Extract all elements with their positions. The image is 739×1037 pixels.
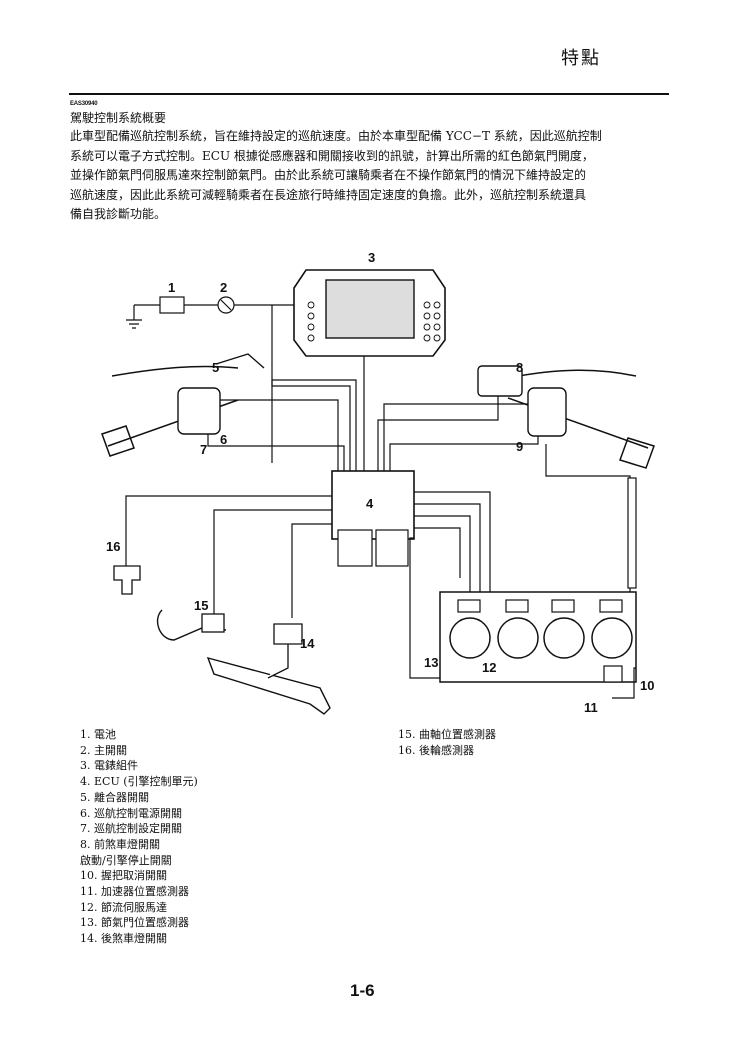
- callout-7: 7: [200, 442, 207, 457]
- throttle-bore-3: [543, 617, 585, 659]
- legend-item: 10. 握把取消開關: [80, 869, 167, 883]
- section-code: EAS30940: [70, 101, 98, 107]
- callout-4: 4: [366, 496, 374, 511]
- legend-item: 1. 電池: [80, 728, 116, 741]
- legend-item: 2. 主開關: [80, 743, 127, 757]
- wire-left-switch: [220, 399, 339, 471]
- paragraph-line: 備自我診斷功能。: [70, 207, 167, 222]
- battery-icon: [159, 296, 185, 314]
- wire-right-switch-3: [389, 436, 539, 471]
- legend-item: 3. 電錶組件: [80, 759, 138, 773]
- section-title: 駕駛控制系統概要: [70, 111, 167, 125]
- wire-aps: [545, 444, 631, 592]
- wire-right-switch-1: [383, 403, 528, 471]
- wire-crank-sensor: [213, 509, 332, 614]
- header-rule: [69, 93, 669, 95]
- right-switch-housing: [527, 387, 567, 437]
- rear-brake-pedal: [206, 656, 331, 715]
- paragraph-line: 此車型配備巡航控制系統，旨在維持設定的巡航速度。由於本車型配備 YCC−T 系統…: [70, 129, 602, 143]
- wire-right-switch-2: [377, 396, 499, 471]
- legend-item: 15. 曲軸位置感測器: [398, 728, 496, 741]
- callout-9: 9: [516, 439, 523, 454]
- aps-sensor-wire: [612, 667, 636, 699]
- callout-1: 1: [168, 280, 175, 295]
- main-switch-wire: [234, 304, 294, 463]
- ecu-box: [331, 470, 415, 540]
- wire-rear-wheel-sensor: [125, 495, 332, 566]
- legend-item: 14. 後煞車燈開關: [80, 932, 167, 946]
- callout-15: 15: [194, 598, 208, 613]
- paragraph-line: 並操作節氣門伺服馬達來控制節氣門。由於此系統可讓騎乘者在不操作節氣門的情況下維持…: [70, 168, 587, 183]
- legend-item: 6. 巡航控制電源開關: [80, 806, 182, 820]
- callout-14: 14: [300, 636, 315, 651]
- callout-12: 12: [482, 660, 496, 675]
- crank-sensor-icon: [156, 609, 227, 641]
- cruise-control-wiring-diagram: 1 2 3 4 5 6 7 8 9 10 11 12 13 14 15 16: [101, 250, 655, 715]
- callout-16: 16: [106, 539, 120, 554]
- wire-throttle-3: [414, 515, 471, 594]
- callout-3: 3: [368, 250, 375, 265]
- callout-13: 13: [424, 655, 438, 670]
- rear-brake-switch-icon: [267, 623, 303, 679]
- rear-wheel-sensor-icon: [113, 565, 141, 595]
- legend-item: 啟動/引擎停止開關: [80, 853, 172, 867]
- legend-left-column: 1. 電池 2. 主開關 3. 電錶組件 4. ECU (引擎控制單元) 5. …: [80, 727, 198, 947]
- callout-10: 10: [640, 678, 654, 693]
- paragraph-line: 巡航速度，因此此系統可減輕騎乘者在長途旅行時維持固定速度的負擔。此外，巡航控制系…: [70, 187, 587, 202]
- legend-item: 7. 巡航控制設定開關: [80, 822, 182, 836]
- legend-item: 5. 離合器開關: [80, 790, 149, 804]
- legend-item: 13. 節氣門位置感測器: [80, 916, 189, 930]
- front-brake-master-cylinder: [477, 365, 523, 397]
- battery-ground-wire: [126, 305, 142, 329]
- page-number: 1-6: [350, 981, 375, 1000]
- throttle-bore-4: [591, 617, 633, 659]
- legend-item: 8. 前煞車燈開關: [80, 837, 160, 851]
- callout-8: 8: [516, 360, 523, 375]
- wire-throttle-1: [414, 491, 491, 594]
- callout-6: 6: [220, 432, 227, 447]
- page-header-title: 特點: [561, 48, 601, 69]
- legend-item: 16. 後輪感測器: [398, 743, 474, 757]
- callout-11: 11: [584, 700, 598, 715]
- wire-throttle-4: [414, 527, 461, 578]
- legend-item: 4. ECU (引擎控制單元): [80, 775, 198, 789]
- wire-throttle-2: [414, 503, 481, 594]
- legend-item: 12. 節流伺服馬達: [80, 900, 167, 914]
- callout-5: 5: [212, 360, 219, 375]
- legend-item: 11. 加速器位置感測器: [80, 885, 189, 899]
- wire-clutch-switch: [271, 380, 351, 471]
- wire-left-switch-2: [207, 434, 345, 471]
- section-paragraph: 此車型配備巡航控制系統，旨在維持設定的巡航速度。由於本車型配備 YCC−T 系統…: [70, 127, 670, 225]
- legend-right-column: 15. 曲軸位置感測器 16. 後輪感測器: [398, 727, 496, 758]
- throttle-bore-2: [497, 617, 539, 659]
- callout-2: 2: [220, 280, 227, 295]
- accel-cable: [627, 477, 637, 589]
- meter-display: [325, 279, 415, 339]
- aps-sensor-icon: [603, 665, 623, 683]
- throttle-bore-1: [449, 617, 491, 659]
- wire-rear-brake-switch: [291, 523, 332, 618]
- paragraph-line: 系統可以電子方式控制。ECU 根據從感應器和開關接收到的訊號，計算出所需的紅色節…: [70, 148, 594, 163]
- left-switch-housing: [177, 387, 221, 435]
- wire-main: [272, 379, 357, 471]
